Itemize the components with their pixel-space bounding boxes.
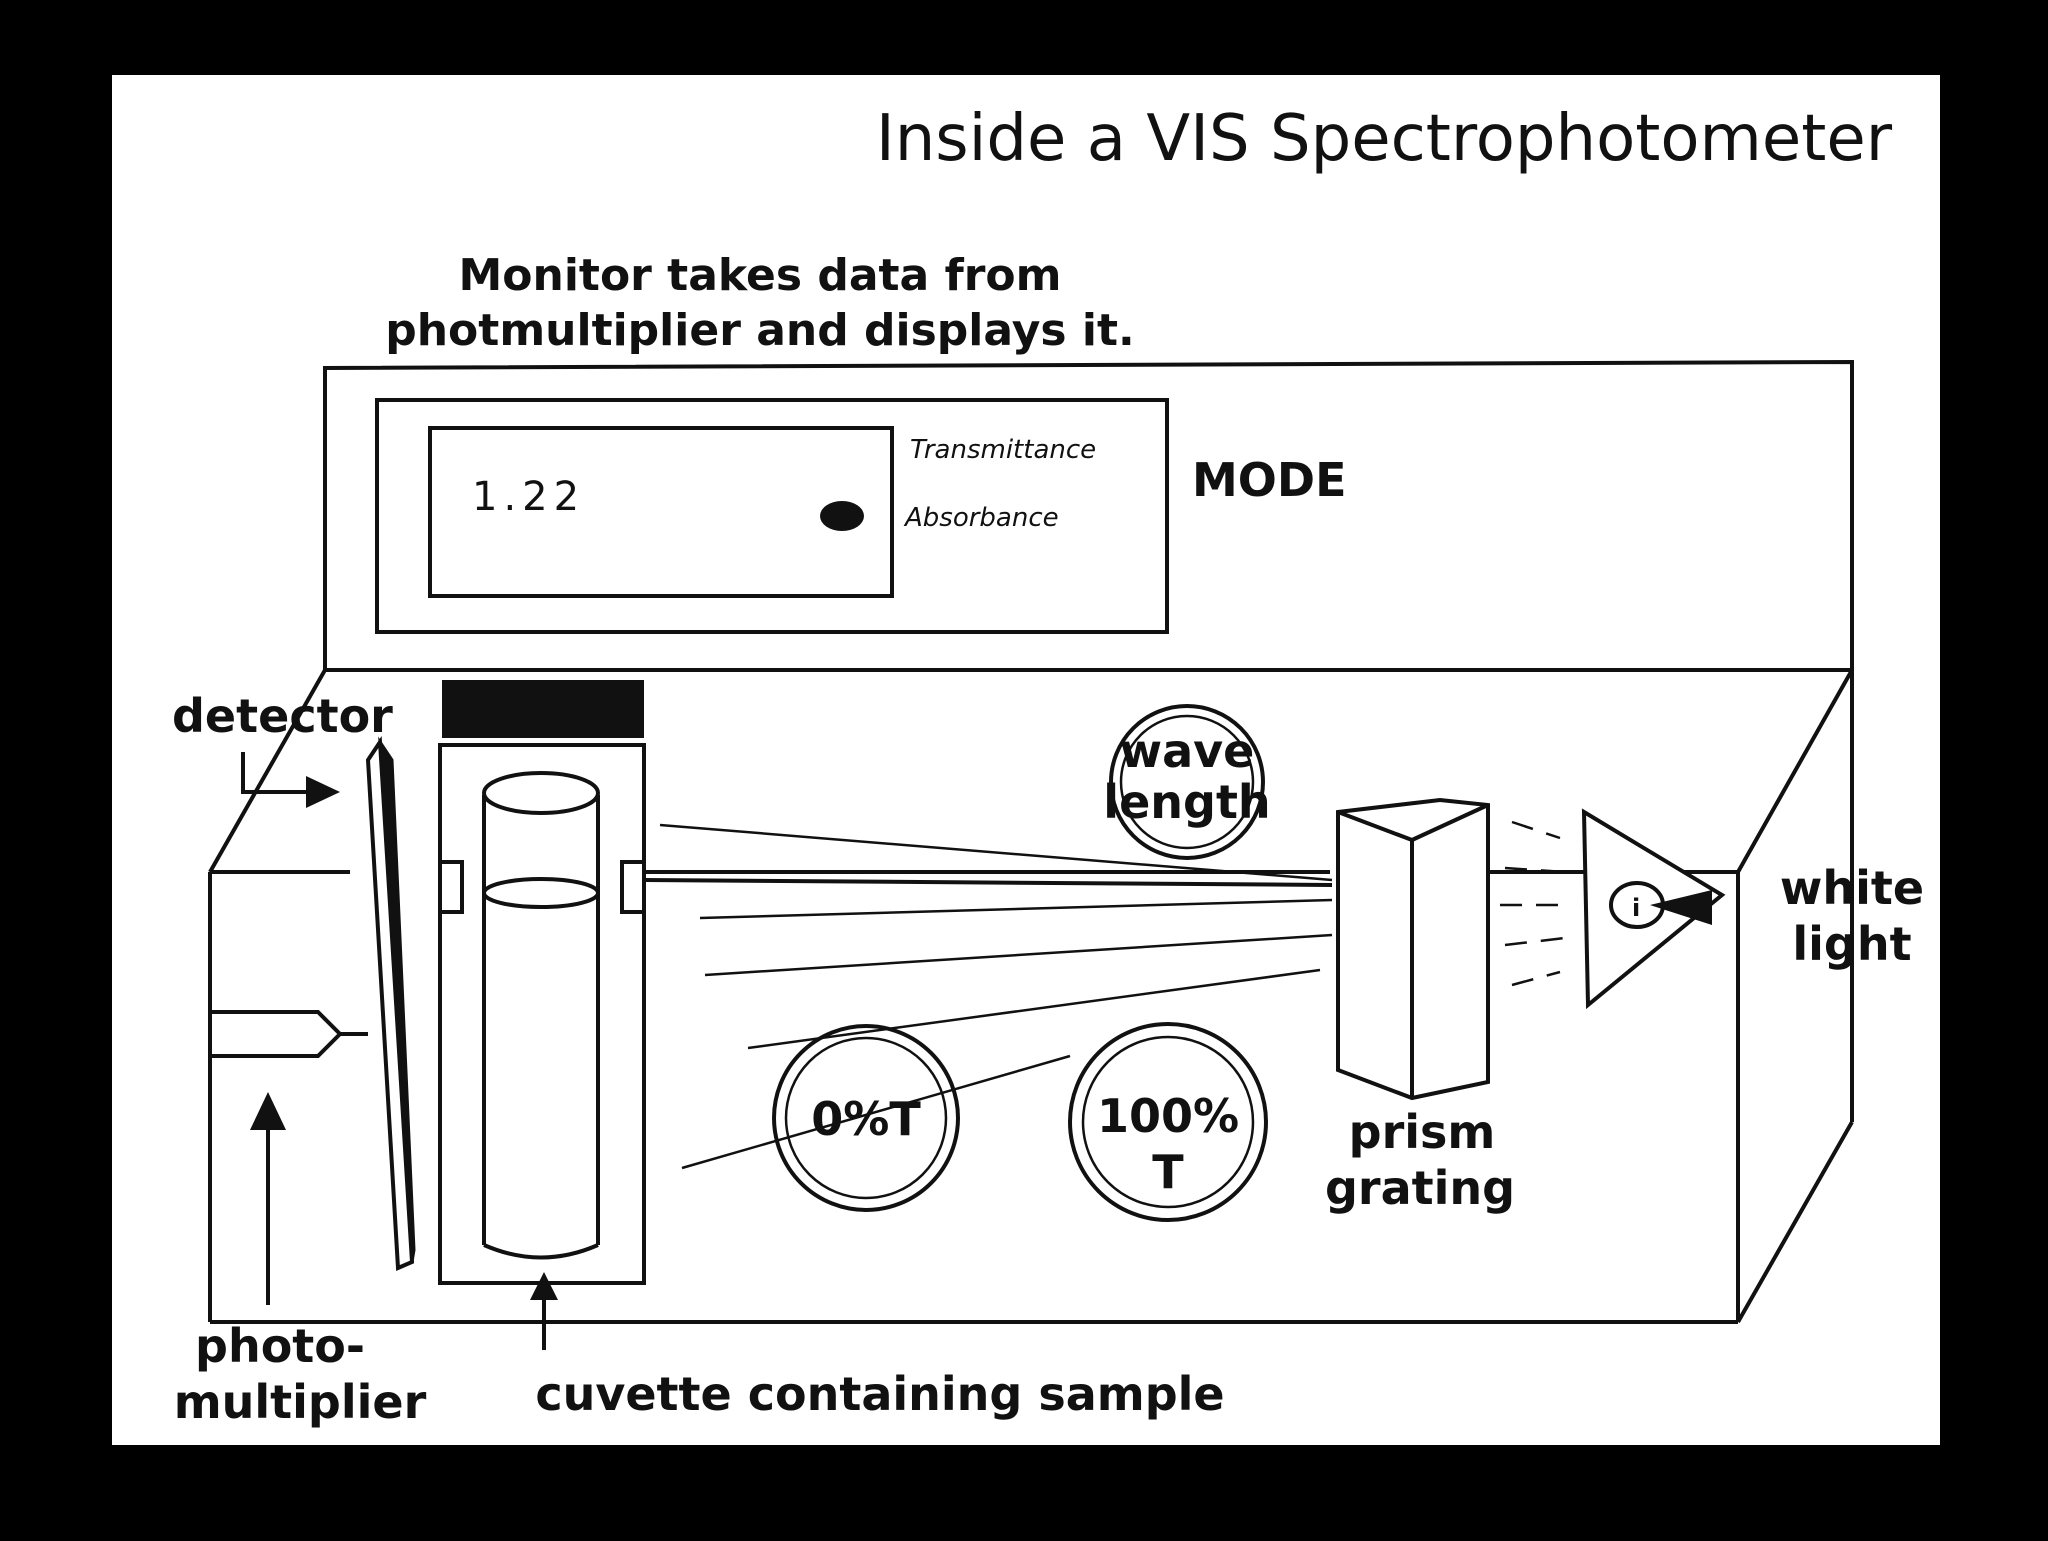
svg-text:i: i xyxy=(1632,894,1640,922)
photomultiplier-tube xyxy=(208,1010,368,1058)
cuvette-label: cuvette containing sample xyxy=(535,1367,1224,1421)
cuvette-arrow-icon xyxy=(530,1272,558,1350)
wavelength-knob[interactable]: wave length xyxy=(1103,704,1271,860)
prism-label-line2: grating xyxy=(1325,1161,1515,1215)
wavelength-knob-label-line1: wave xyxy=(1120,724,1255,778)
monitor-caption-line1: Monitor takes data from xyxy=(458,250,1061,301)
monitor-caption-line2: photmultiplier and displays it. xyxy=(385,305,1135,356)
hundred-transmittance-knob[interactable]: 100% T xyxy=(1068,1022,1268,1222)
wavelength-knob-label-line2: length xyxy=(1103,775,1270,829)
cuvette-holder xyxy=(438,680,646,1285)
prism-grating xyxy=(1336,797,1490,1101)
detector-arrow-icon xyxy=(241,752,340,808)
zero-transmittance-knob[interactable]: 0%T xyxy=(772,1024,960,1212)
white-light-label-line2: light xyxy=(1792,917,1911,971)
instrument-upper-housing xyxy=(323,359,1854,672)
cuvette-bottom xyxy=(483,1243,599,1260)
detector-plate xyxy=(365,735,416,1271)
hundred-transmittance-knob-label-line2: T xyxy=(1152,1145,1184,1199)
white-light-label-line1: white xyxy=(1780,861,1924,915)
transmittance-option: Transmittance xyxy=(910,435,1096,465)
photomultiplier-label-line1: photo- xyxy=(195,1319,365,1373)
monitor: 1.22 Transmittance Absorbance MODE xyxy=(375,398,1347,634)
hundred-transmittance-knob-label-line1: 100% xyxy=(1097,1089,1239,1143)
diagram-title: Inside a VIS Spectrophotometer xyxy=(876,102,1893,176)
absorbance-option: Absorbance xyxy=(903,503,1059,533)
slit-right xyxy=(620,860,646,914)
instrument-lower-housing xyxy=(208,669,1854,1324)
sample-meniscus xyxy=(482,877,600,909)
cuvette-walls xyxy=(482,795,600,1245)
monitor-screen xyxy=(428,426,894,598)
monitor-reading: 1.22 xyxy=(472,474,585,520)
photomultiplier-label-line2: multiplier xyxy=(174,1375,427,1429)
slit-left xyxy=(438,860,464,914)
prism-label-line1: prism xyxy=(1349,1105,1496,1159)
photomultiplier-arrow-icon xyxy=(250,1092,286,1305)
spectrum-rays xyxy=(643,823,1333,1170)
cuvette-cap xyxy=(442,680,644,738)
mode-label: MODE xyxy=(1192,453,1347,507)
cuvette-top xyxy=(482,771,600,815)
monitor-frame xyxy=(375,398,1169,634)
detector-label: detector xyxy=(172,689,393,743)
light-source: i xyxy=(1581,808,1726,1010)
zero-transmittance-knob-label: 0%T xyxy=(811,1092,921,1146)
source-beams xyxy=(1500,820,1566,987)
slide-panel xyxy=(112,75,1940,1445)
mode-indicator-dot xyxy=(820,501,864,531)
